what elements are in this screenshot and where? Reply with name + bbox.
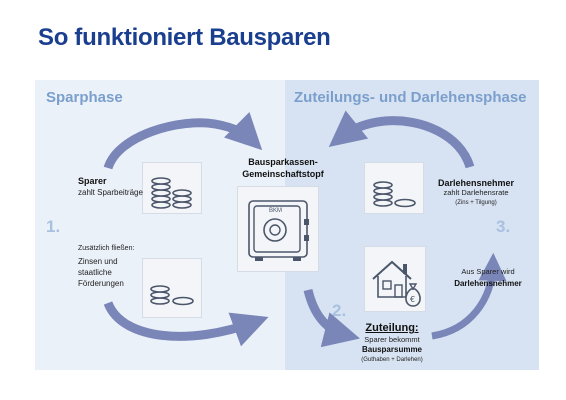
zuteilung-box: € xyxy=(364,246,426,312)
sparer-title: Sparer xyxy=(78,176,107,186)
darlehen-sub: zahlt Darlehensrate xyxy=(443,188,509,197)
safe-icon xyxy=(248,200,309,261)
darlehen-title: Darlehensnehmer xyxy=(438,178,515,188)
arrow-icon xyxy=(328,110,475,169)
coins-icon xyxy=(373,181,416,208)
step-number-3: 3. xyxy=(496,217,511,236)
center-title: Bausparkassen- Gemeinschaftstopf xyxy=(238,156,328,180)
gemeinschaftstopf-box: BKM xyxy=(237,186,319,272)
transition-line2: Darlehensnehmer xyxy=(454,279,522,288)
center-line2: Gemeinschaftstopf xyxy=(242,169,324,179)
arrow-icon xyxy=(303,288,360,348)
zuteilung-text: Zuteilung: Sparer bekommt Bausparsumme (… xyxy=(352,322,432,365)
phase-label-darlehensphase: Zuteilungs- und Darlehensphase xyxy=(294,89,527,106)
extra-line2: staatliche xyxy=(78,268,112,277)
coins-icon xyxy=(150,285,194,306)
zuteilung-line1: Sparer bekommt xyxy=(364,335,420,344)
zinsen-box xyxy=(142,258,202,318)
arrow-icon xyxy=(103,301,269,347)
zuteilung-line2: Bausparsumme xyxy=(361,345,423,354)
page-title: So funktioniert Bausparen xyxy=(38,24,331,51)
house-icon xyxy=(372,260,412,298)
sparer-text: Sparer zahlt Sparbeiträge xyxy=(78,176,143,198)
darlehen-note: (Zins + Tilgung) xyxy=(455,200,497,206)
money-bag-icon: € xyxy=(405,283,421,307)
darlehensrate-box xyxy=(364,162,424,214)
darlehen-text: Darlehensnehmer zahlt Darlehensrate (Zin… xyxy=(438,178,514,208)
extra-text: Zusätzlich fließen: Zinsen und staatlich… xyxy=(78,243,134,289)
extra-intro: Zusätzlich fließen: xyxy=(78,245,135,252)
zuteilung-note: (Guthaben + Darlehen) xyxy=(361,357,423,363)
sparer-sub: zahlt Sparbeiträge xyxy=(78,188,143,197)
phase-label-sparphase: Sparphase xyxy=(46,89,123,106)
transition-text: Aus Sparer wird Darlehensnehmer xyxy=(448,266,528,290)
sparbeitraege-box xyxy=(142,162,202,214)
svg-text:€: € xyxy=(410,295,415,304)
extra-line3: Förderungen xyxy=(78,279,124,288)
extra-line1: Zinsen und xyxy=(78,257,118,266)
step-number-1: 1. xyxy=(46,217,61,236)
zuteilung-title: Zuteilung: xyxy=(365,322,419,334)
safe-label: BKM xyxy=(269,208,283,214)
arrow-icon xyxy=(431,252,507,340)
center-line1: Bausparkassen- xyxy=(248,157,318,167)
arrow-icon xyxy=(103,111,263,170)
coins-icon xyxy=(151,177,192,209)
transition-line1: Aus Sparer wird xyxy=(461,267,515,276)
